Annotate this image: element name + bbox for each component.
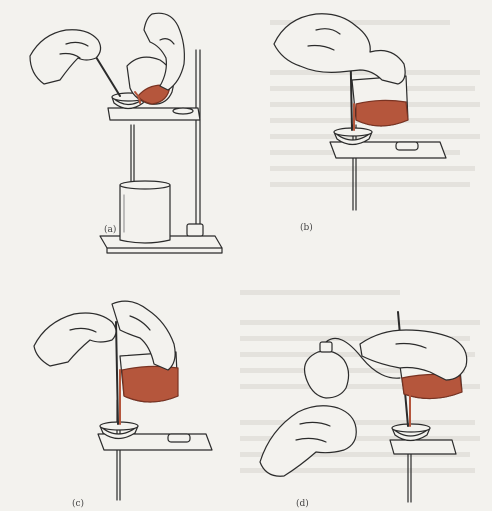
ring-platform-d <box>390 440 456 454</box>
caption-b: (b) <box>300 222 313 233</box>
panel-b <box>274 14 446 210</box>
panel-a <box>30 13 222 253</box>
hand-holding-rod-a <box>30 30 101 84</box>
panel-c <box>34 301 212 500</box>
glass-rod-c <box>116 322 118 424</box>
hand-squeezing-bottle-d <box>260 406 356 476</box>
wash-bottle-d <box>305 351 349 398</box>
caption-d: (d) <box>296 498 309 509</box>
caption-c: (c) <box>72 498 84 509</box>
caption-a: (a) <box>104 224 116 235</box>
collecting-beaker-a <box>120 185 170 243</box>
liquid-c <box>122 366 178 402</box>
panel-d <box>260 312 467 502</box>
liquid-b <box>356 100 408 126</box>
hand-left-c <box>34 313 116 366</box>
hand-pouring-b <box>274 14 405 84</box>
